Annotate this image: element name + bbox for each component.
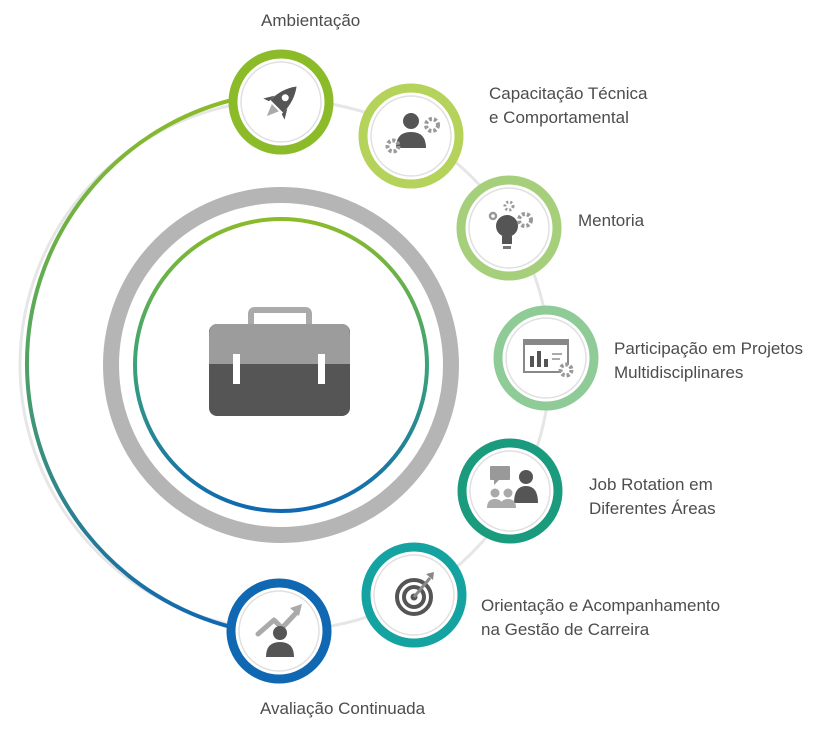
person-growth-arrow-icon	[255, 604, 302, 657]
label-mentoria: Mentoria	[578, 211, 645, 230]
person-gears-icon	[385, 113, 440, 154]
chart-board-gear-icon	[523, 339, 574, 378]
label-capacitacao: Capacitação Técnica e Comportamental	[489, 84, 648, 127]
step-node-projetos	[493, 305, 599, 411]
left-arc	[25, 98, 236, 630]
step-node-ambientacao	[228, 49, 334, 155]
step-node-orientacao	[361, 542, 467, 648]
label-avaliacao: Avaliação Continuada	[260, 699, 426, 718]
step-node-avaliacao	[226, 578, 332, 684]
label-projetos: Participação em Projetos Multidisciplina…	[614, 339, 803, 382]
target-arrow-icon	[395, 572, 434, 616]
label-job-rotation: Job Rotation em Diferentes Áreas	[589, 475, 716, 518]
step-node-capacitacao	[358, 83, 464, 189]
step-node-mentoria	[456, 175, 562, 281]
label-ambientacao: Ambientação	[261, 11, 361, 30]
step-node-job-rotation	[457, 438, 563, 544]
lightbulb-gears-icon	[488, 200, 533, 249]
meeting-people-icon	[487, 466, 538, 508]
center-inner-ring	[133, 217, 429, 513]
briefcase-icon	[209, 307, 350, 416]
rocket-icon	[263, 86, 297, 120]
label-orientacao: Orientação e Acompanhamento na Gestão de…	[481, 596, 721, 639]
